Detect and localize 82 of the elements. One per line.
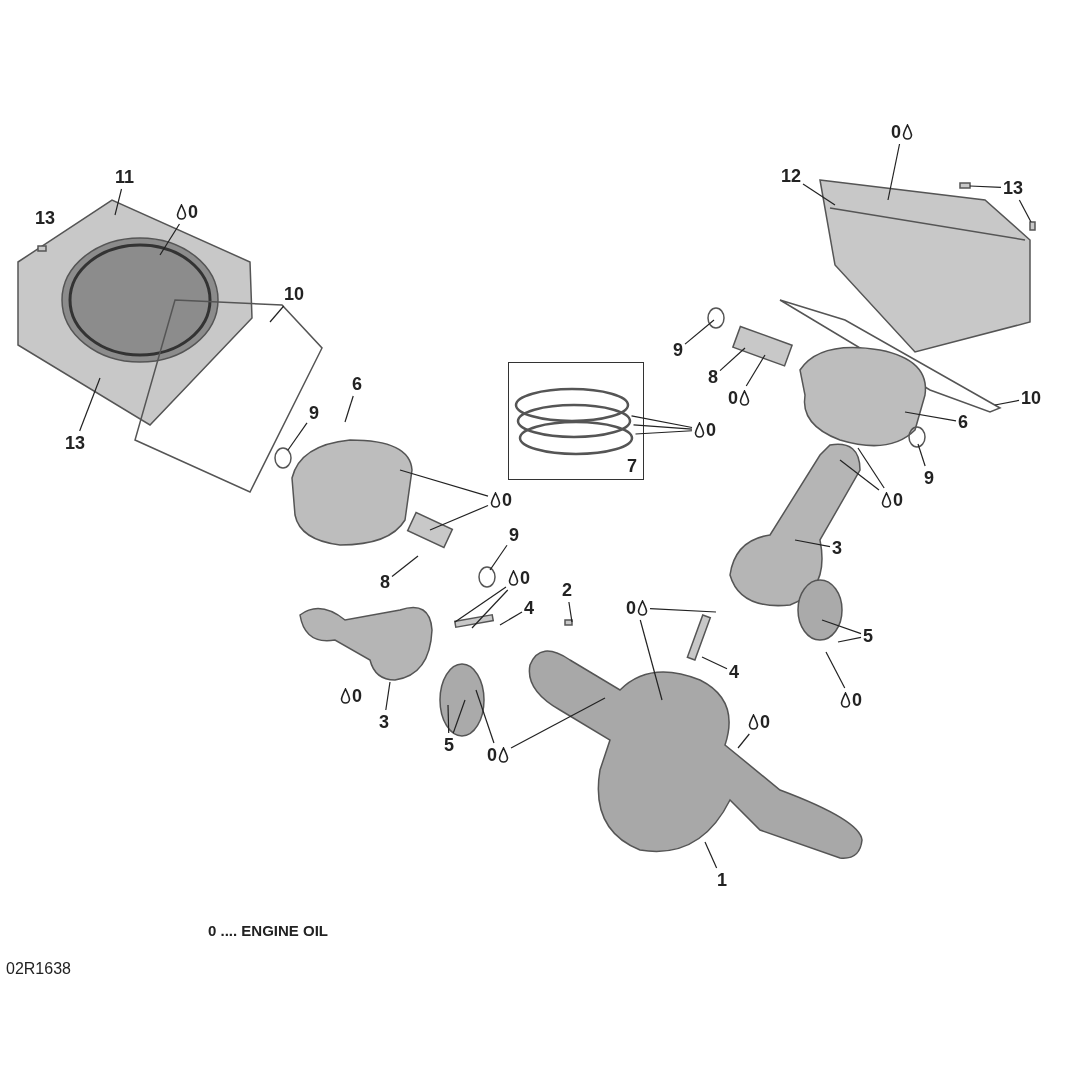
leader-line [634,430,693,435]
callout-number: 0 [728,388,738,408]
leader-line [825,651,846,689]
leader-line [399,469,489,497]
parts-box [508,362,644,480]
callout-number: 0 [520,568,530,588]
callout-number: 0 [891,122,901,142]
callout-number: 0 [706,420,716,440]
leader-line [639,619,663,701]
callout-number: 6 [958,412,968,432]
callout-number: 0 [487,745,497,765]
callout-number: 5 [444,735,454,755]
callout-number: 4 [729,662,739,682]
callout-number: 12 [781,166,802,186]
drawing-number: 02R1638 [6,960,71,978]
callout-number: 0 [352,686,362,706]
leader-line [857,447,885,489]
callout-number: 3 [832,538,842,558]
leader-line [159,223,181,256]
leader-line [737,733,750,749]
callout-number: 0 [852,690,862,710]
callout-number: 8 [380,572,390,592]
leader-line [701,656,728,670]
callout-number: 11 [115,167,135,187]
leader-line [510,697,606,749]
leader-line [447,704,450,734]
leader-line [704,841,718,869]
callout-number: 0 [760,712,770,732]
callout-number: 3 [379,712,389,732]
leader-line [794,539,831,548]
callout-number: 9 [509,525,519,545]
callout-number: 7 [627,456,637,476]
leader-line [79,377,101,432]
leader-line [287,422,308,451]
leader-line [917,443,926,467]
leader-line [452,699,466,734]
leader-line [568,601,573,623]
leader-line [471,589,509,629]
leader-line [904,411,957,422]
leader-line [454,586,507,623]
callout-number: 13 [65,433,86,453]
callout-number: 0 [502,490,512,510]
callout-number: 9 [309,403,319,423]
leader-line [385,681,391,711]
leader-line [269,305,285,323]
leader-line [684,319,715,345]
leader-line [344,395,354,423]
callout-number: 8 [708,367,718,387]
leader-line [649,608,717,613]
leader-line [499,611,523,626]
leader-line [994,399,1020,406]
leader-line [839,459,880,491]
leader-line [887,143,901,201]
leader-line [969,185,1002,189]
leader-line [837,636,862,643]
leader-line [114,188,123,216]
leader-line [632,424,693,430]
callout-number: 10 [1021,388,1042,408]
legend-note: 0 .... ENGINE OIL [208,922,329,939]
callout-number: 13 [35,208,56,228]
leader-line [1018,199,1032,223]
callout-number: 4 [524,598,534,618]
callout-number: 0 [626,598,636,618]
callout-number: 9 [924,468,934,488]
leader-line [719,347,746,372]
callout-number: 9 [673,340,683,360]
leader-line [745,354,766,387]
leader-line [802,183,836,206]
leader-line [391,555,419,578]
callout-number: 10 [284,284,305,304]
leader-line [429,504,489,531]
callout-number: 13 [1003,178,1024,198]
callout-number: 0 [893,490,903,510]
callout-number: 5 [863,626,873,646]
callout-number: 1 [717,870,727,890]
leader-line [630,415,693,429]
callout-number: 2 [562,580,572,600]
callout-number: 0 [188,202,198,222]
leader-line [489,544,508,571]
callout-number: 6 [352,374,362,394]
leader-line [821,619,862,635]
leader-line [475,689,495,744]
